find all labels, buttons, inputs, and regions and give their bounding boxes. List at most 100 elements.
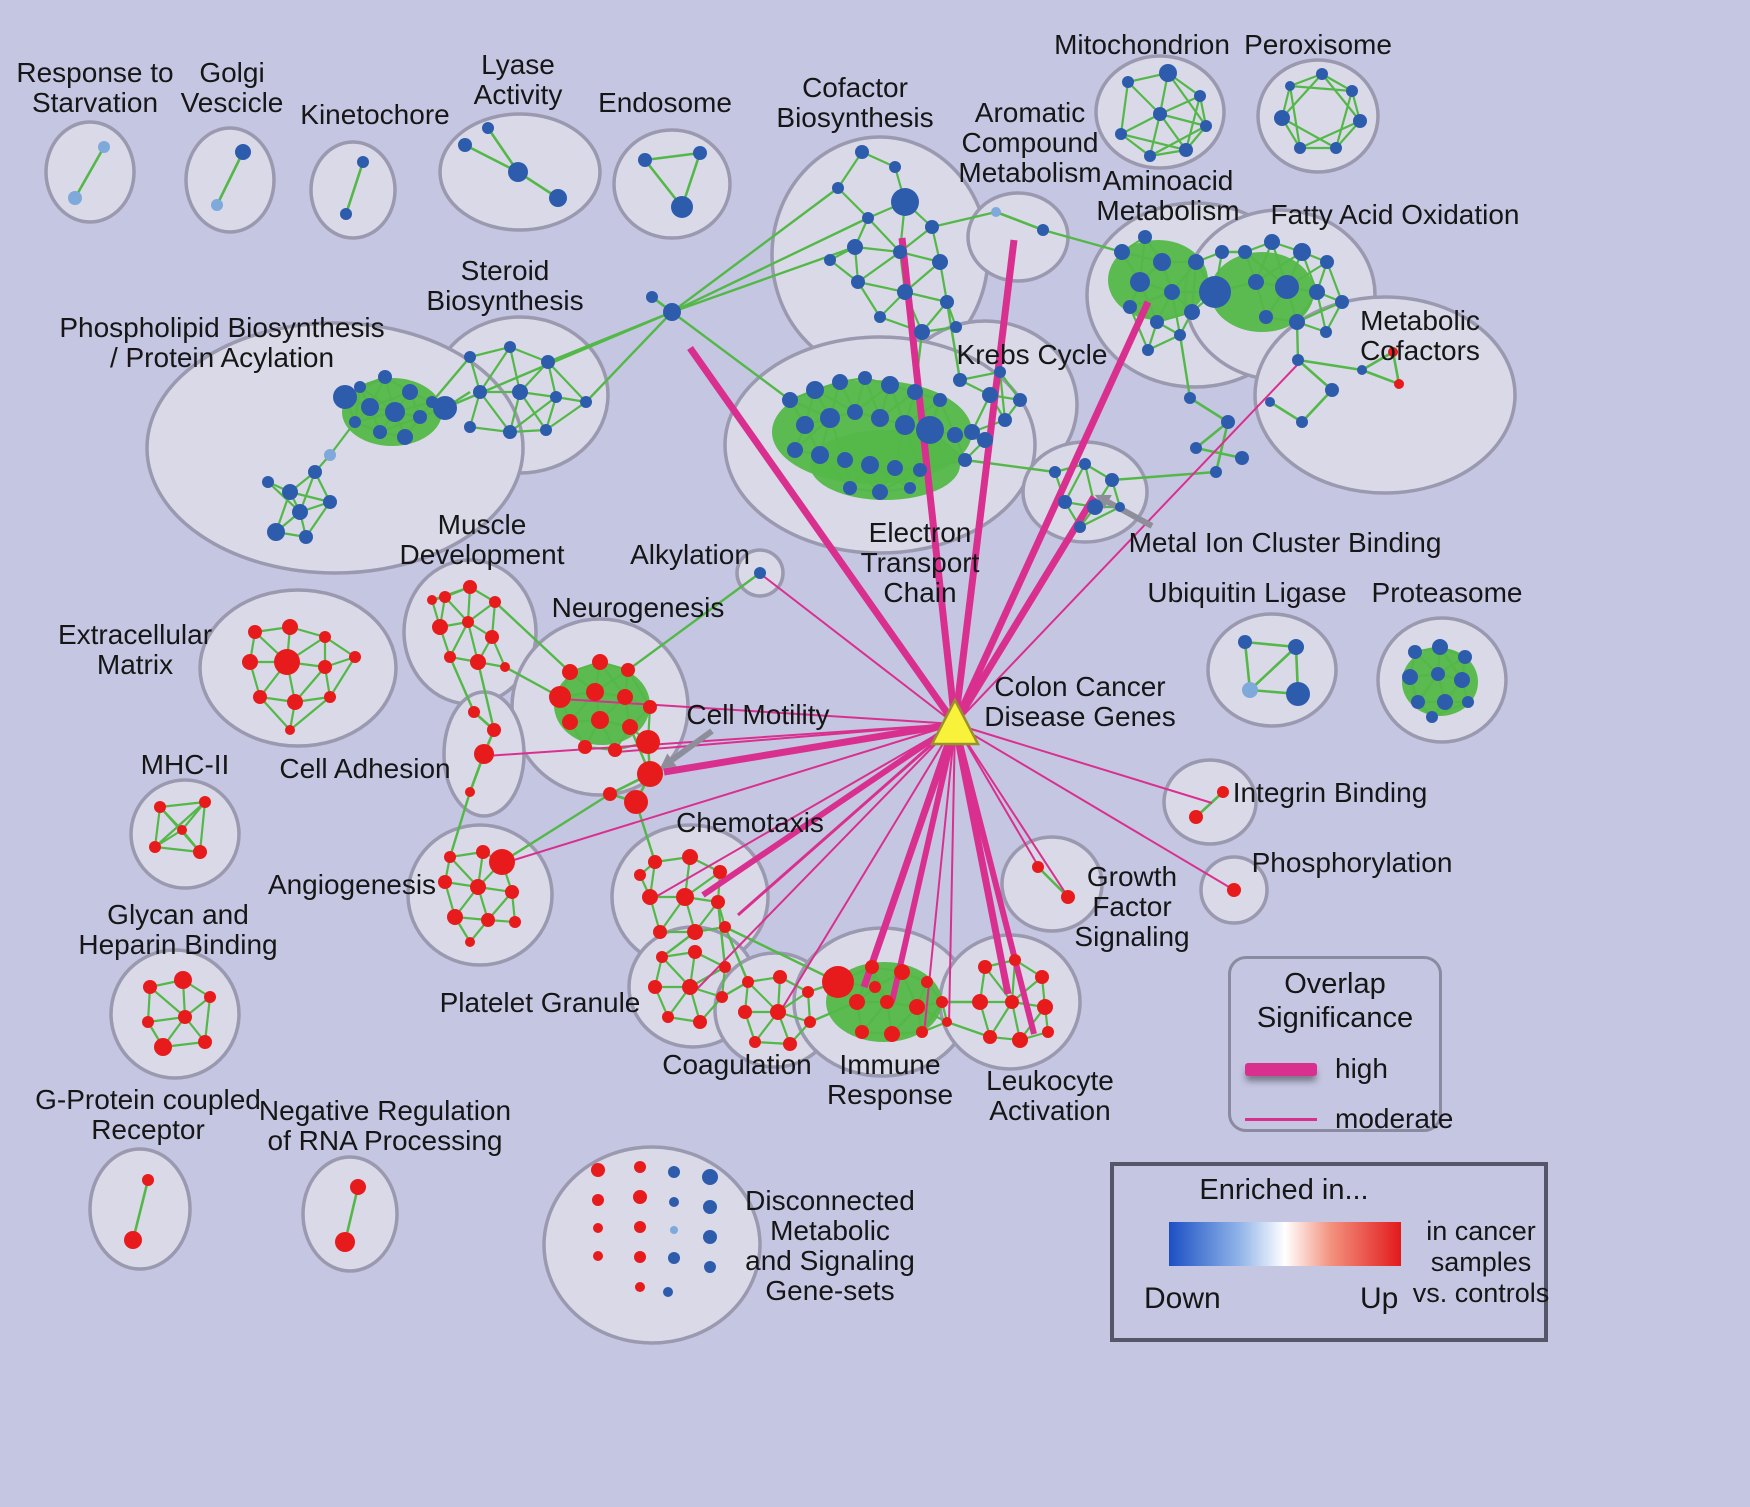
green-edge: [1111, 470, 1217, 482]
cluster-ellipse-aromatic-compound-metabolism: [966, 191, 1070, 283]
label-aminoacid-metabolism: Metabolism: [1096, 195, 1239, 226]
hub-overlap-link: [779, 723, 956, 1013]
network-node: [749, 1036, 761, 1048]
network-node: [470, 879, 486, 895]
network-node: [1153, 107, 1167, 121]
network-node: [820, 408, 840, 428]
network-node: [361, 398, 379, 416]
network-node: [550, 391, 562, 403]
network-node: [1153, 253, 1171, 271]
label-immune-response: Immune: [839, 1049, 940, 1080]
green-edge: [809, 1000, 858, 1024]
network-node: [432, 619, 448, 635]
network-node: [832, 182, 844, 194]
label-cell-adhesion: Cell Adhesion: [279, 753, 450, 784]
green-edge: [448, 791, 472, 858]
network-node: [463, 580, 477, 594]
network-node: [593, 1223, 603, 1233]
moderate-label: moderate: [1335, 1103, 1454, 1134]
network-node: [357, 156, 369, 168]
network-node: [872, 484, 888, 500]
network-node: [1227, 883, 1241, 897]
green-edge: [671, 187, 839, 313]
enrichment-gradient-bar: [1169, 1222, 1401, 1266]
label-cofactor-biosynthesis: Cofactor: [802, 72, 908, 103]
network-node: [1388, 347, 1398, 357]
cluster-edge: [1391, 351, 1401, 385]
network-node: [1265, 397, 1275, 407]
network-node: [704, 1261, 716, 1273]
network-node: [580, 396, 592, 408]
network-node: [738, 1005, 752, 1019]
network-node: [847, 404, 863, 420]
network-node: [591, 711, 609, 729]
cluster-edge: [1431, 700, 1469, 719]
network-node: [578, 740, 592, 754]
network-node: [562, 664, 578, 680]
network-node: [333, 385, 357, 409]
network-node: [198, 1035, 212, 1049]
hub-overlap-link: [954, 361, 1301, 725]
cluster-edge: [1325, 261, 1344, 303]
cluster-edge: [131, 1179, 150, 1241]
network-node: [719, 921, 731, 933]
network-node: [323, 495, 337, 509]
network-node: [648, 980, 662, 994]
label-g-protein-coupled-receptor: G-Protein coupled: [35, 1084, 261, 1115]
network-node: [1035, 970, 1049, 984]
network-node: [324, 449, 336, 461]
cluster-edge: [329, 421, 356, 456]
label-extracellular-matrix: Matrix: [97, 649, 173, 680]
green-edge: [627, 572, 761, 671]
label-peroxisome: Peroxisome: [1244, 29, 1392, 60]
network-node: [953, 373, 967, 387]
network-node: [1217, 786, 1229, 798]
network-node: [1005, 995, 1019, 1009]
green-edge: [671, 216, 869, 314]
network-node: [656, 951, 668, 963]
cluster-edge: [1288, 85, 1302, 149]
network-node: [274, 649, 300, 675]
network-node: [648, 855, 662, 869]
network-node: [1115, 128, 1127, 140]
cluster-edge: [344, 161, 365, 215]
hub-overlap-link: [616, 723, 956, 753]
network-node: [468, 706, 480, 718]
label-glycan-heparin-binding: Glycan and: [107, 899, 249, 930]
cluster-edge: [1189, 396, 1229, 424]
network-node: [1248, 274, 1264, 290]
network-node: [335, 1232, 355, 1252]
cluster-edge: [998, 371, 1007, 421]
network-node: [124, 1231, 142, 1249]
cluster-edge: [1269, 400, 1303, 424]
network-node: [458, 138, 472, 152]
network-node: [796, 416, 814, 434]
network-node: [482, 122, 494, 134]
cluster-edge: [644, 151, 701, 162]
network-node: [1037, 224, 1049, 236]
label-electron-transport-chain: Transport: [861, 547, 980, 578]
network-node: [702, 1169, 718, 1185]
enrichment-note: in cancer samples vs. controls: [1412, 1216, 1550, 1308]
label-alkylation: Alkylation: [630, 539, 750, 570]
legend-overlap-significance: Overlap Significance high moderate: [1228, 956, 1453, 1134]
network-node: [622, 719, 638, 735]
network-node: [871, 409, 889, 427]
network-node: [199, 796, 211, 808]
hub-overlap-link: [663, 720, 956, 776]
network-node: [1130, 272, 1150, 292]
network-node: [1346, 85, 1358, 97]
network-node: [802, 986, 814, 998]
network-node: [904, 482, 916, 494]
network-node: [308, 465, 322, 479]
network-node: [773, 970, 787, 984]
cluster-edge: [289, 696, 331, 731]
cluster-edge: [153, 806, 162, 848]
network-node: [1437, 694, 1453, 710]
network-node: [1009, 954, 1021, 966]
label-extracellular-matrix: Extracellular: [58, 619, 212, 650]
network-node: [822, 966, 854, 998]
network-node: [1032, 861, 1044, 873]
cluster-ellipse-disconnected-gene-sets: [542, 1145, 762, 1345]
network-node: [806, 381, 824, 399]
